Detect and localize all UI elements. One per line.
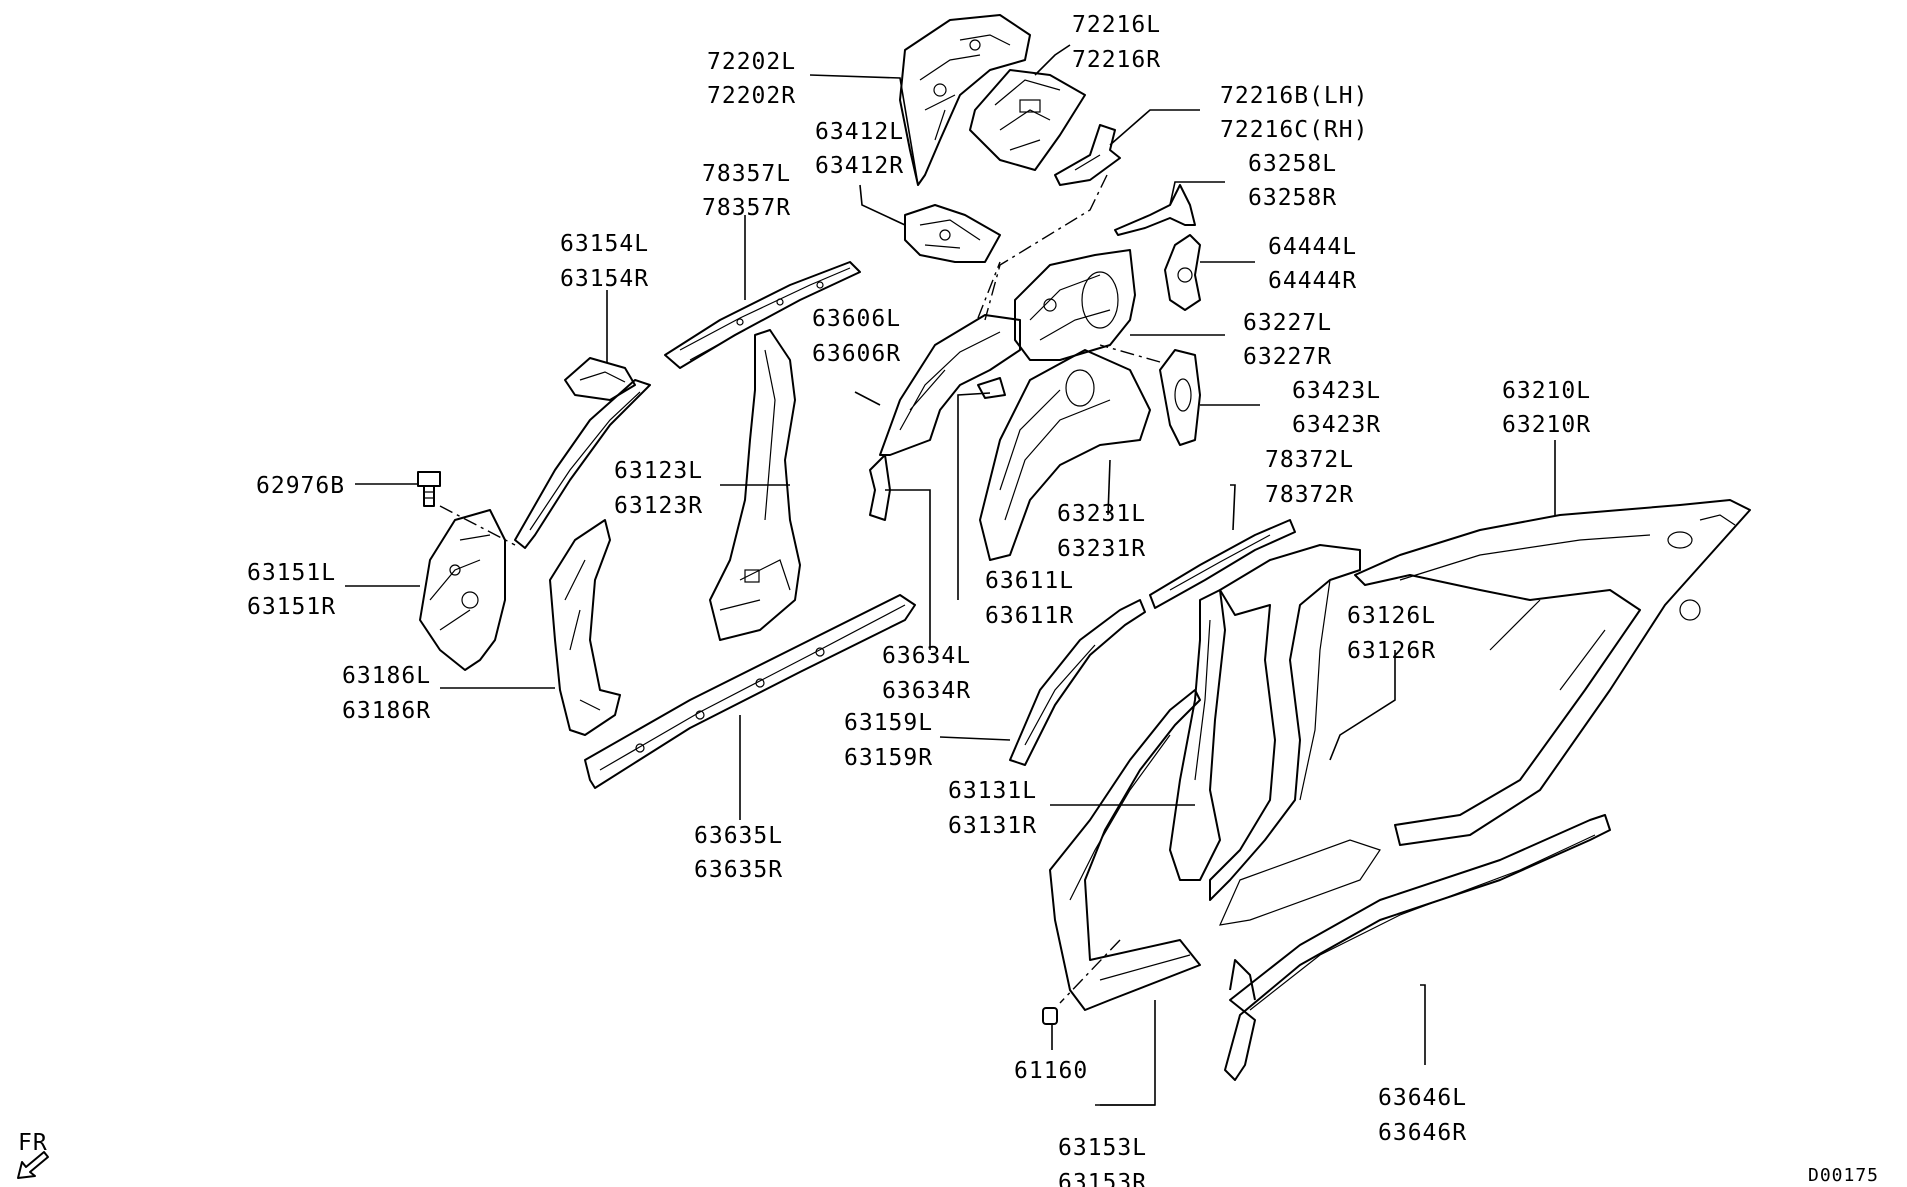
label-63126L: 63126L <box>1347 603 1436 629</box>
part-63606 <box>879 314 1021 456</box>
part-63258 <box>1114 184 1196 236</box>
label-64444L: 64444L <box>1268 234 1357 260</box>
fr-arrow-icon <box>17 1151 49 1179</box>
label-63123R: 63123R <box>614 493 703 519</box>
label-61160: 61160 <box>1014 1058 1088 1084</box>
label-63646R: 63646R <box>1378 1120 1467 1146</box>
label-63231L: 63231L <box>1057 501 1146 527</box>
part-63423 <box>1159 349 1201 446</box>
part-61160 <box>1042 1007 1058 1025</box>
label-63131R: 63131R <box>948 813 1037 839</box>
part-63412 <box>904 204 1001 263</box>
label-63258L: 63258L <box>1248 151 1337 177</box>
label-63634R: 63634R <box>882 678 971 704</box>
label-63151L: 63151L <box>247 560 336 586</box>
label-72202R: 72202R <box>707 83 796 109</box>
part-63611 <box>977 377 1006 399</box>
label-64444R: 64444R <box>1268 268 1357 294</box>
part-63126 <box>1209 544 1381 926</box>
label-63151R: 63151R <box>247 594 336 620</box>
label-63186R: 63186R <box>342 698 431 724</box>
part-63227 <box>1014 249 1136 361</box>
part-63153 <box>1049 689 1201 1011</box>
part-72216 <box>969 69 1086 171</box>
label-63123L: 63123L <box>614 458 703 484</box>
label-72216R: 72216R <box>1072 47 1161 73</box>
label-63635R: 63635R <box>694 857 783 883</box>
part-72202 <box>899 14 1031 186</box>
part-front-pillar <box>514 379 651 549</box>
label-72216C: 72216C(RH) <box>1220 117 1368 143</box>
label-63153R: 63153R <box>1058 1170 1147 1187</box>
label-78357L: 78357L <box>702 161 791 187</box>
label-63635L: 63635L <box>694 823 783 849</box>
label-63227R: 63227R <box>1243 344 1332 370</box>
label-63186L: 63186L <box>342 663 431 689</box>
label-63231R: 63231R <box>1057 536 1146 562</box>
label-63210L: 63210L <box>1502 378 1591 404</box>
label-72216B: 72216B(LH) <box>1220 83 1368 109</box>
part-63635 <box>584 594 916 789</box>
label-63153L: 63153L <box>1058 1135 1147 1161</box>
part-64444 <box>1164 234 1201 311</box>
label-63412R: 63412R <box>815 153 904 179</box>
label-63210R: 63210R <box>1502 412 1591 438</box>
part-63210 <box>1354 499 1751 846</box>
part-63151 <box>419 509 506 671</box>
label-63606R: 63606R <box>812 341 901 367</box>
label-63606L: 63606L <box>812 306 901 332</box>
part-63634 <box>869 454 891 521</box>
label-72202L: 72202L <box>707 49 796 75</box>
label-63412L: 63412L <box>815 119 904 145</box>
label-63131L: 63131L <box>948 778 1037 804</box>
label-78372R: 78372R <box>1265 482 1354 508</box>
leader-lines <box>345 44 1556 1106</box>
label-63258R: 63258R <box>1248 185 1337 211</box>
diagram-code: D00175 <box>1808 1165 1879 1186</box>
part-63646 <box>1224 814 1611 1081</box>
label-63159L: 63159L <box>844 710 933 736</box>
label-63634L: 63634L <box>882 643 971 669</box>
part-62976B <box>417 471 441 507</box>
part-63131 <box>1169 589 1226 881</box>
label-78357R: 78357R <box>702 195 791 221</box>
label-63611L: 63611L <box>985 568 1074 594</box>
front-direction-indicator: FR <box>17 1130 49 1179</box>
dash-lines <box>439 174 1161 1004</box>
label-63154R: 63154R <box>560 266 649 292</box>
part-63154 <box>564 357 636 401</box>
label-63646L: 63646L <box>1378 1085 1467 1111</box>
part-63231 <box>979 349 1151 561</box>
label-63227L: 63227L <box>1243 310 1332 336</box>
label-62976B: 62976B <box>256 473 345 499</box>
label-78372L: 78372L <box>1265 447 1354 473</box>
part-labels: 72202L 72202R 72216L 72216R 72216B(LH) 7… <box>247 12 1591 1187</box>
part-63186 <box>549 519 621 736</box>
label-63423L: 63423L <box>1292 378 1381 404</box>
label-63126R: 63126R <box>1347 638 1436 664</box>
label-63423R: 63423R <box>1292 412 1381 438</box>
part-78372 <box>1149 519 1296 609</box>
label-63159R: 63159R <box>844 745 933 771</box>
part-63159 <box>1009 599 1146 766</box>
label-63154L: 63154L <box>560 231 649 257</box>
label-63611R: 63611R <box>985 603 1074 629</box>
label-72216L: 72216L <box>1072 12 1161 38</box>
part-78357 <box>664 261 861 369</box>
fr-label: FR <box>18 1130 48 1156</box>
part-63123 <box>709 329 801 641</box>
part-72216B <box>1054 124 1121 186</box>
